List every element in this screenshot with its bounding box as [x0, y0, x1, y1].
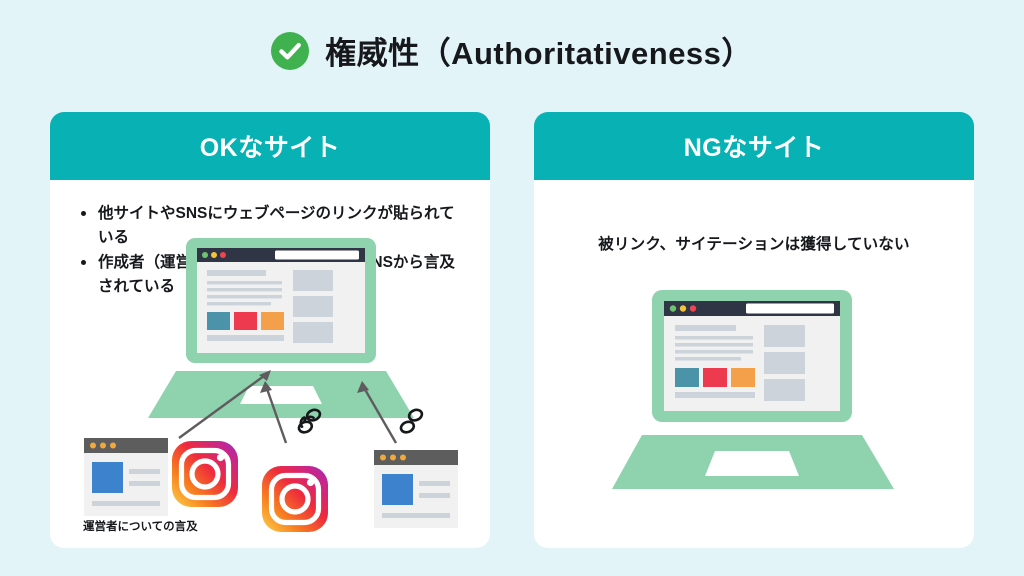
browser-window-card: [374, 450, 458, 528]
laptop-with-backlinks-illustration: [84, 238, 458, 532]
card-ng-body: 被リンク、サイテーションは獲得していない: [534, 180, 974, 548]
list-item: 他サイトやSNSにウェブページのリンクが貼られている: [78, 202, 466, 249]
laptop-illustration: [612, 290, 894, 489]
browser-window-card: [84, 438, 168, 516]
card-ok-header: OKなサイト: [50, 112, 490, 180]
card-ng: NGなサイト 被リンク、サイテーションは獲得していない: [534, 112, 974, 548]
link-chain-icon: [399, 408, 424, 434]
card-ok: OKなサイト 他サイトやSNSにウェブページのリンクが貼られている 作成者（運営…: [50, 112, 490, 548]
instagram-icon: [172, 441, 238, 507]
check-circle-icon: [271, 31, 310, 70]
ng-note: 被リンク、サイテーションは獲得していない: [598, 236, 910, 253]
card-ng-header: NGなサイト: [534, 112, 974, 180]
link-chain-icon: [297, 408, 322, 434]
card-ok-body: 他サイトやSNSにウェブページのリンクが貼られている 作成者（運営者）について他…: [50, 180, 490, 548]
card-ok-header-label: OKなサイト: [199, 134, 341, 162]
page-title-row: 権威性（Authoritativeness）: [0, 28, 1024, 73]
illustration-caption: 運営者についての言及: [83, 521, 198, 533]
card-ng-header-label: NGなサイト: [683, 134, 825, 162]
page-title: 権威性（Authoritativeness）: [325, 36, 753, 71]
instagram-icon: [262, 466, 328, 532]
